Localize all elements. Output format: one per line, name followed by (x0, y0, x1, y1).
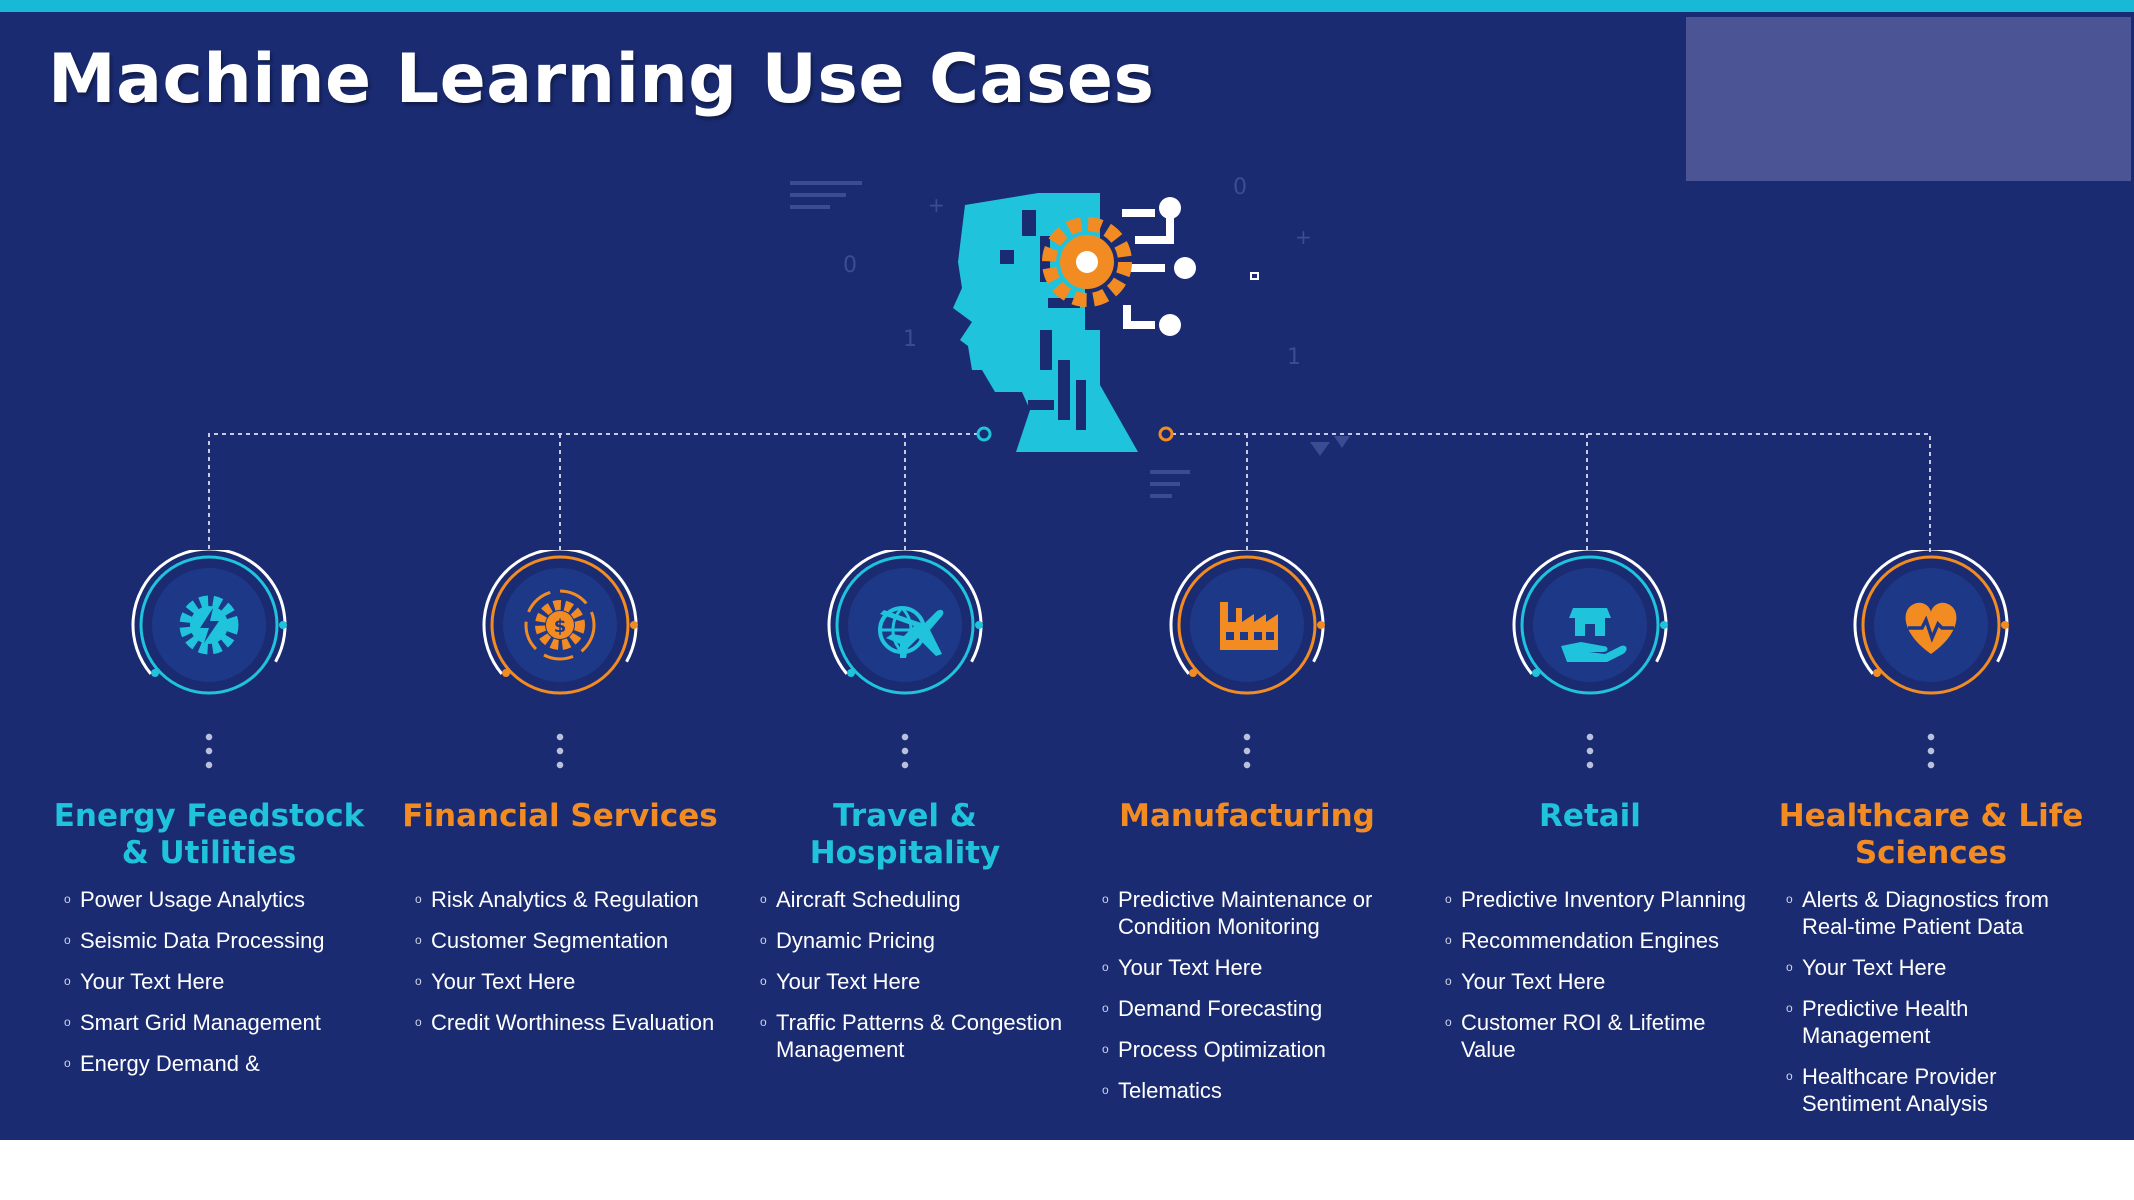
category-icon-ring: $ (475, 550, 645, 720)
logo-placeholder (1686, 17, 2131, 181)
vertical-dots (901, 730, 909, 774)
category-icon-ring (124, 550, 294, 720)
top-accent-line (0, 0, 2134, 12)
svg-text:0: 0 (843, 253, 857, 278)
vertical-dots (556, 730, 564, 774)
svg-text:1: 1 (903, 327, 917, 352)
globe-airplane-icon (878, 606, 944, 658)
connector-diagram: 0 0 1 1 + + (208, 175, 1931, 552)
category-icon-ring (1162, 550, 1332, 720)
category-title: Financial Services (402, 798, 718, 834)
connector-lines (208, 433, 1931, 552)
svg-text:+: + (928, 193, 945, 217)
connector-node-left (976, 426, 992, 442)
page-title: Machine Learning Use Cases (48, 40, 1155, 119)
category-title: Energy Feedstock & Utilities (53, 798, 365, 871)
category-icon-ring (1846, 550, 2016, 720)
slide: Machine Learning Use Cases 0 0 1 1 + + (0, 0, 2134, 1140)
category-icon-ring (820, 550, 990, 720)
hand-shop-icon (1561, 608, 1627, 662)
category-title: Retail (1539, 798, 1641, 834)
vertical-dots (205, 730, 213, 774)
category-title: Manufacturing (1119, 798, 1375, 834)
heart-pulse-icon (1905, 602, 1957, 654)
category-icon-ring (1505, 550, 1675, 720)
gear-dollar-icon: $ (524, 589, 596, 661)
small-square-marker (1250, 272, 1259, 280)
vertical-dots (1927, 730, 1935, 774)
ai-head-gear-circuit-icon (953, 193, 1196, 452)
connector-node-right (1158, 426, 1174, 442)
vertical-dots (1586, 730, 1594, 774)
background-decor: 0 0 1 1 + + (790, 175, 1350, 498)
vertical-dots (1243, 730, 1251, 774)
category-title: Healthcare & Life Sciences (1778, 798, 2084, 871)
svg-text:+: + (1295, 225, 1312, 249)
gear-lightning-icon (179, 595, 239, 655)
svg-text:$: $ (554, 616, 567, 637)
factory-icon (1220, 602, 1278, 650)
svg-text:0: 0 (1233, 175, 1247, 200)
svg-text:1: 1 (1287, 345, 1301, 370)
category-title: Travel & Hospitality (809, 798, 1001, 871)
